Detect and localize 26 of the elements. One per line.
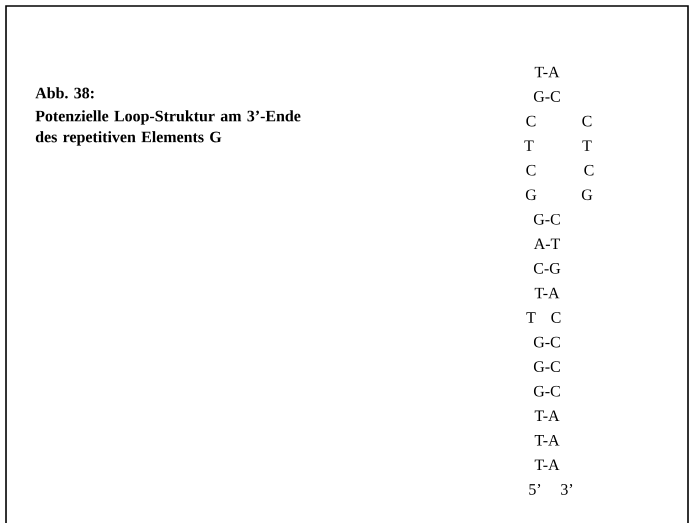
- figure-number: Abb. 38:: [35, 87, 94, 98]
- figure-caption: Potenzielle Loop-Struktur am 3’-Ende des repetitiven Elements G: [35, 110, 300, 146]
- base-label: T-A: [534, 410, 560, 421]
- base-label: T-A: [534, 66, 560, 78]
- base-label: 5’: [529, 484, 540, 495]
- base-label: G: [582, 189, 592, 200]
- base-label: T-A: [534, 288, 560, 298]
- base-label: T: [524, 140, 534, 151]
- base-label: T-A: [534, 434, 560, 446]
- base-label: C: [582, 116, 592, 126]
- base-label: G-C: [534, 214, 560, 225]
- base-label: T-A: [534, 460, 560, 470]
- base-label: G: [526, 189, 536, 200]
- base-label: 3’: [561, 484, 572, 495]
- base-label: G-C: [534, 336, 560, 348]
- base-label: C: [584, 164, 594, 176]
- base-label: C: [526, 164, 536, 176]
- base-label: C: [551, 312, 560, 323]
- base-label: C-G: [534, 263, 560, 274]
- base-label: C: [526, 116, 536, 126]
- base-label: G-C: [534, 91, 560, 102]
- base-label: G-C: [534, 386, 560, 397]
- base-label: G-C: [534, 361, 560, 372]
- base-label: T: [582, 140, 592, 151]
- base-label: T: [526, 312, 536, 323]
- base-label: A-T: [534, 238, 560, 250]
